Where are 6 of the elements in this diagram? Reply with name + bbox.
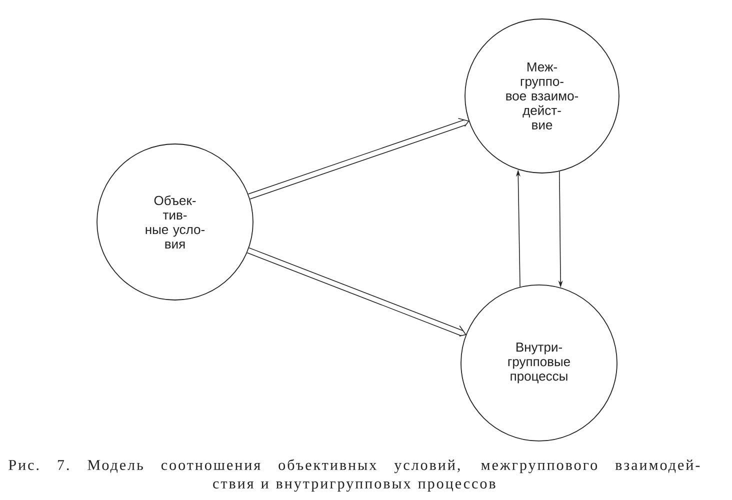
figure-caption: Рис. 7. Модель соотношения объективных условий, межгруппового взаимодей- ствия и внутригрупповых процессов xyxy=(8,459,700,492)
circle-node: Объек- тив- ные усло- вия xyxy=(96,144,254,300)
double-arrow xyxy=(248,118,470,200)
double-arrow xyxy=(247,247,466,336)
circle-node: Внутри- групповые процессы xyxy=(460,284,618,442)
circle-node: Меж- группо- вое взаимо- дейст- вие xyxy=(464,18,620,174)
